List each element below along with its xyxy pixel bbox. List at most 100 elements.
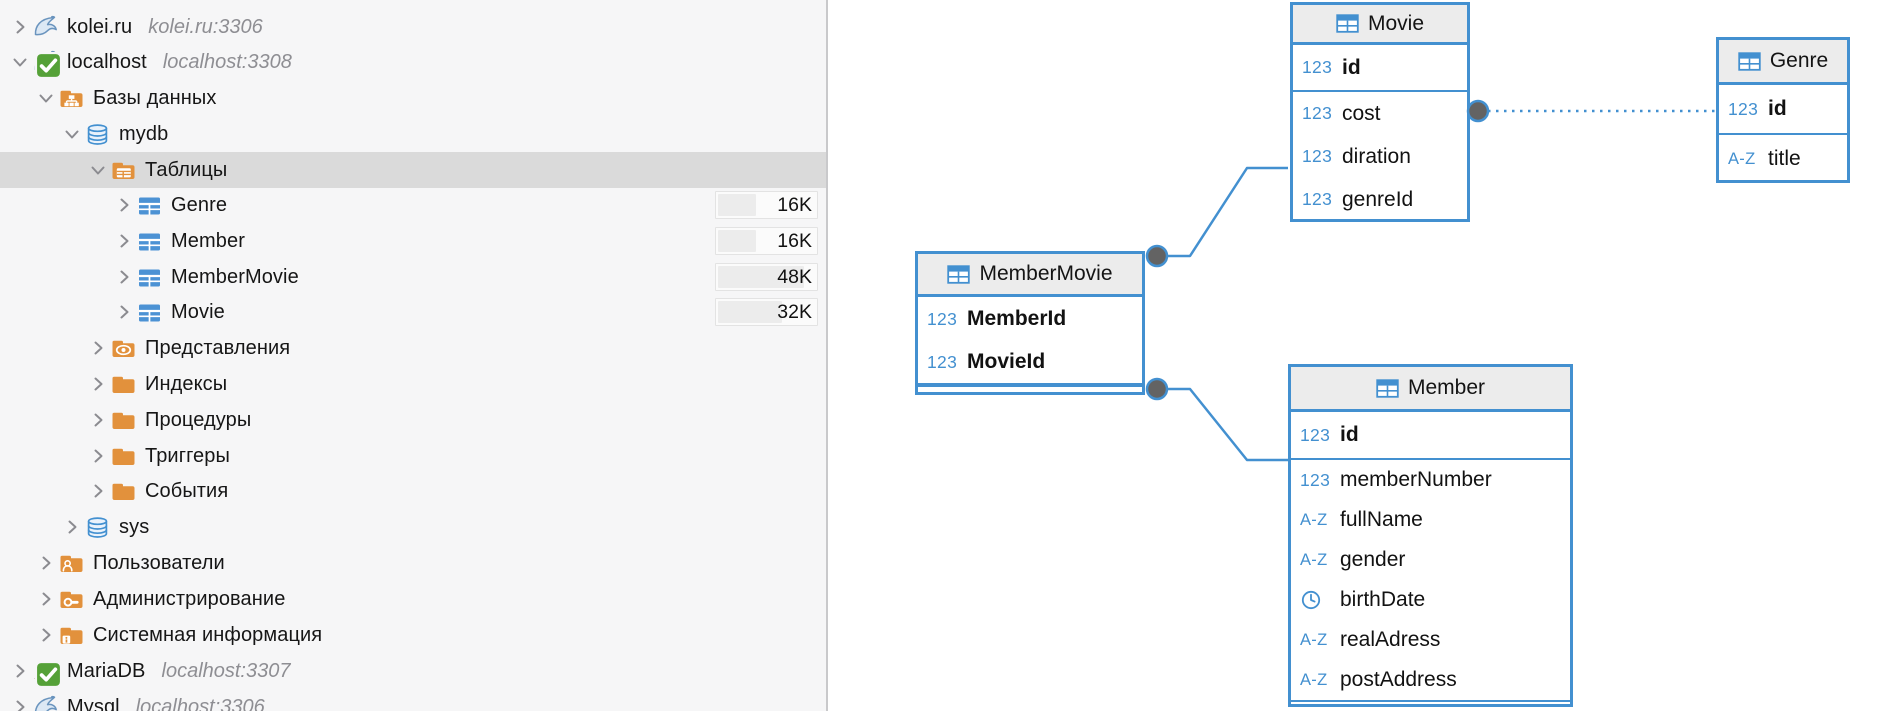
tree-item-folder-triggers[interactable]: Триггеры — [0, 438, 826, 474]
column-name: memberNumber — [1340, 468, 1492, 491]
tree-item-label: Системная информация — [93, 623, 323, 646]
column-name: genreId — [1342, 187, 1414, 211]
column-name: realAdress — [1340, 628, 1441, 651]
column-row-postAddress[interactable]: A-Z postAddress — [1291, 660, 1570, 700]
tree-item-label: Mysql — [67, 695, 120, 711]
connection-address: localhost:3306 — [135, 695, 265, 711]
entity-header[interactable]: Movie — [1293, 5, 1467, 45]
table-icon — [136, 264, 163, 291]
string-type-icon: A-Z — [1300, 670, 1328, 689]
table-size-value: 32K — [777, 301, 812, 323]
tree-item-table-member[interactable]: Member 16K — [0, 223, 826, 259]
chevron-right-icon[interactable] — [86, 447, 110, 465]
panel-divider[interactable] — [826, 0, 828, 711]
chevron-right-icon[interactable] — [86, 375, 110, 393]
tree-item-folder-users[interactable]: Пользователи — [0, 545, 826, 581]
column-name: postAddress — [1340, 668, 1457, 691]
numeric-type-icon: 123 — [1302, 103, 1333, 123]
chevron-down-icon[interactable] — [8, 53, 32, 71]
tree-item-label: Индексы — [145, 372, 228, 395]
tree-item-db-sys[interactable]: sys — [0, 509, 826, 545]
chevron-right-icon[interactable] — [8, 662, 32, 680]
tree-item-folder-events[interactable]: События — [0, 473, 826, 509]
tree-item-table-movie[interactable]: Movie 32K — [0, 294, 826, 330]
chevron-down-icon[interactable] — [60, 125, 84, 143]
tree-item-folder-views[interactable]: Представления — [0, 330, 826, 366]
tree-item-label: MariaDB — [67, 659, 146, 682]
tree-item-folder-tables[interactable]: Таблицы — [0, 152, 826, 188]
tree-item-folder-databases[interactable]: Базы данных — [0, 80, 826, 116]
chevron-right-icon[interactable] — [112, 232, 136, 250]
chevron-right-icon[interactable] — [112, 268, 136, 286]
chevron-right-icon[interactable] — [34, 590, 58, 608]
tree-item-connection-mysql[interactable]: Mysql localhost:3306 — [0, 689, 826, 711]
tree-item-table-membermovie[interactable]: MemberMovie 48K — [0, 259, 826, 295]
tree-item-folder-system-info[interactable]: Системная информация — [0, 617, 826, 653]
folder-icon — [110, 371, 137, 398]
connection-address: localhost:3307 — [161, 659, 291, 682]
tree-item-label: Администрирование — [93, 587, 286, 610]
chevron-right-icon[interactable] — [34, 554, 58, 572]
entity-header[interactable]: MemberMovie — [918, 254, 1142, 297]
folder-wrench-icon — [58, 586, 85, 613]
tree-item-folder-procedures[interactable]: Процедуры — [0, 402, 826, 438]
tree-item-table-genre[interactable]: Genre 16K — [0, 187, 826, 223]
entity-header[interactable]: Genre — [1719, 40, 1847, 85]
column-row-birthDate[interactable]: birthDate — [1291, 580, 1570, 620]
chevron-down-icon[interactable] — [34, 89, 58, 107]
chevron-right-icon[interactable] — [60, 518, 84, 536]
tree-item-folder-administration[interactable]: Администрирование — [0, 581, 826, 617]
entity-header[interactable]: Member — [1291, 367, 1570, 412]
tree-item-connection-mariadb[interactable]: MariaDB localhost:3307 — [0, 653, 826, 689]
chevron-down-icon[interactable] — [86, 161, 110, 179]
column-name: gender — [1340, 548, 1406, 571]
chevron-right-icon[interactable] — [8, 698, 32, 711]
tree-item-connection-top-partial[interactable] — [0, 0, 826, 9]
tree-item-db-mydb[interactable]: mydb — [0, 116, 826, 152]
folder-icon — [110, 478, 137, 505]
tree-item-folder-indexes[interactable]: Индексы — [0, 366, 826, 402]
folder-user-icon — [58, 550, 85, 577]
chevron-right-icon[interactable] — [86, 339, 110, 357]
string-type-icon: A-Z — [1300, 550, 1328, 569]
table-size-value: 16K — [777, 230, 812, 252]
chevron-right-icon[interactable] — [34, 626, 58, 644]
tree-item-label: mydb — [119, 122, 169, 145]
table-icon — [1336, 14, 1359, 33]
chevron-right-icon[interactable] — [8, 18, 32, 36]
tree-item-label: События — [145, 479, 229, 502]
string-type-icon: A-Z — [1300, 510, 1328, 529]
chevron-right-icon[interactable] — [86, 411, 110, 429]
chevron-right-icon[interactable] — [112, 303, 136, 321]
table-icon — [136, 192, 163, 219]
table-size-value: 48K — [777, 266, 812, 288]
table-size-bar — [718, 301, 782, 323]
folder-eye-icon — [110, 335, 137, 362]
chevron-right-icon[interactable] — [112, 196, 136, 214]
table-icon — [136, 299, 163, 326]
chevron-right-icon[interactable] — [86, 482, 110, 500]
tree-item-label: Movie — [171, 300, 225, 323]
column-row-gender[interactable]: A-Z gender — [1291, 540, 1570, 580]
